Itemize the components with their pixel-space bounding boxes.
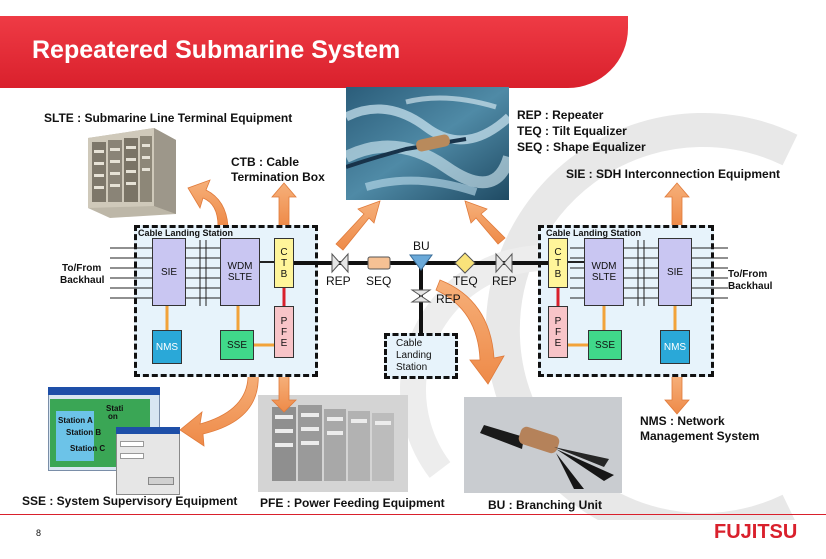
left-sie-block: SIE (152, 238, 186, 306)
page-number: 8 (36, 528, 42, 538)
right-pfe-block: PFE (548, 306, 568, 358)
left-wdm-slte-block: WDM SLTE (220, 238, 260, 306)
teq-definition: TEQ : Tilt Equalizer (517, 124, 627, 138)
sse-definition: SSE : System Supervisory Equipment (22, 494, 238, 508)
screenshot-fragment-2: on (108, 412, 118, 421)
right-ctb-block: CTB (548, 238, 568, 288)
bottom-cable-landing-station (384, 333, 458, 379)
right-backhaul-label-1: To/From (728, 269, 768, 280)
bottom-station-line-3: Station (396, 362, 428, 373)
left-wdm-label: WDM (227, 261, 253, 272)
trunk-seq-label: SEQ (366, 274, 392, 288)
bottom-station-line-2: Landing (396, 350, 432, 361)
right-slte-label: SLTE (591, 272, 617, 283)
trunk-rep-left-label: REP (326, 274, 351, 288)
nms-definition-2: Management System (640, 429, 760, 443)
ctb-definition-1: CTB : Cable (231, 155, 300, 169)
ocean-cable-photo (346, 87, 509, 200)
sie-definition: SIE : SDH Interconnection Equipment (566, 167, 781, 181)
trunk-rep-branch-label: REP (436, 292, 461, 306)
right-nms-block: NMS (660, 330, 690, 364)
right-wdm-label: WDM (591, 261, 617, 272)
right-sse-block: SSE (588, 330, 622, 360)
sse-screenshot: Station A Station B Station C Stati on (48, 387, 180, 495)
screenshot-station-c: Station C (70, 444, 106, 453)
rep-definition: REP : Repeater (517, 108, 604, 122)
left-station-title: Cable Landing Station (138, 228, 234, 238)
bottom-station-line-1: Cable (396, 338, 423, 349)
left-nms-block: NMS (152, 330, 182, 364)
footer-divider (0, 514, 826, 515)
page-title: Repeatered Submarine System (32, 36, 401, 64)
nms-definition-1: NMS : Network (640, 414, 725, 428)
left-backhaul-label-2: Backhaul (60, 275, 105, 286)
trunk-bu-label: BU (413, 239, 430, 253)
trunk-teq-label: TEQ (453, 274, 478, 288)
left-ctb-block: CTB (274, 238, 294, 288)
trunk-rep-right-label: REP (492, 274, 517, 288)
right-station-title: Cable Landing Station (546, 228, 642, 238)
pfe-definition: PFE : Power Feeding Equipment (260, 496, 445, 510)
right-wdm-slte-block: WDM SLTE (584, 238, 624, 306)
ctb-definition-2: Termination Box (231, 170, 325, 184)
left-sse-block: SSE (220, 330, 254, 360)
left-slte-label: SLTE (227, 272, 253, 283)
bu-photo (464, 397, 622, 493)
left-backhaul-label-1: To/From (62, 263, 102, 274)
left-pfe-block: PFE (274, 306, 294, 358)
bu-definition: BU : Branching Unit (488, 498, 602, 512)
seq-definition: SEQ : Shape Equalizer (517, 140, 646, 154)
screenshot-station-a: Station A (58, 416, 93, 425)
slte-photo (84, 128, 180, 218)
slte-definition: SLTE : Submarine Line Terminal Equipment (44, 111, 293, 125)
fujitsu-logo: FUJITSU (714, 521, 798, 543)
right-sie-block: SIE (658, 238, 692, 306)
title-bar (0, 16, 628, 88)
screenshot-station-b: Station B (66, 428, 102, 437)
screenshot-fragment-1: Stati (106, 404, 124, 413)
right-backhaul-label-2: Backhaul (728, 281, 773, 292)
